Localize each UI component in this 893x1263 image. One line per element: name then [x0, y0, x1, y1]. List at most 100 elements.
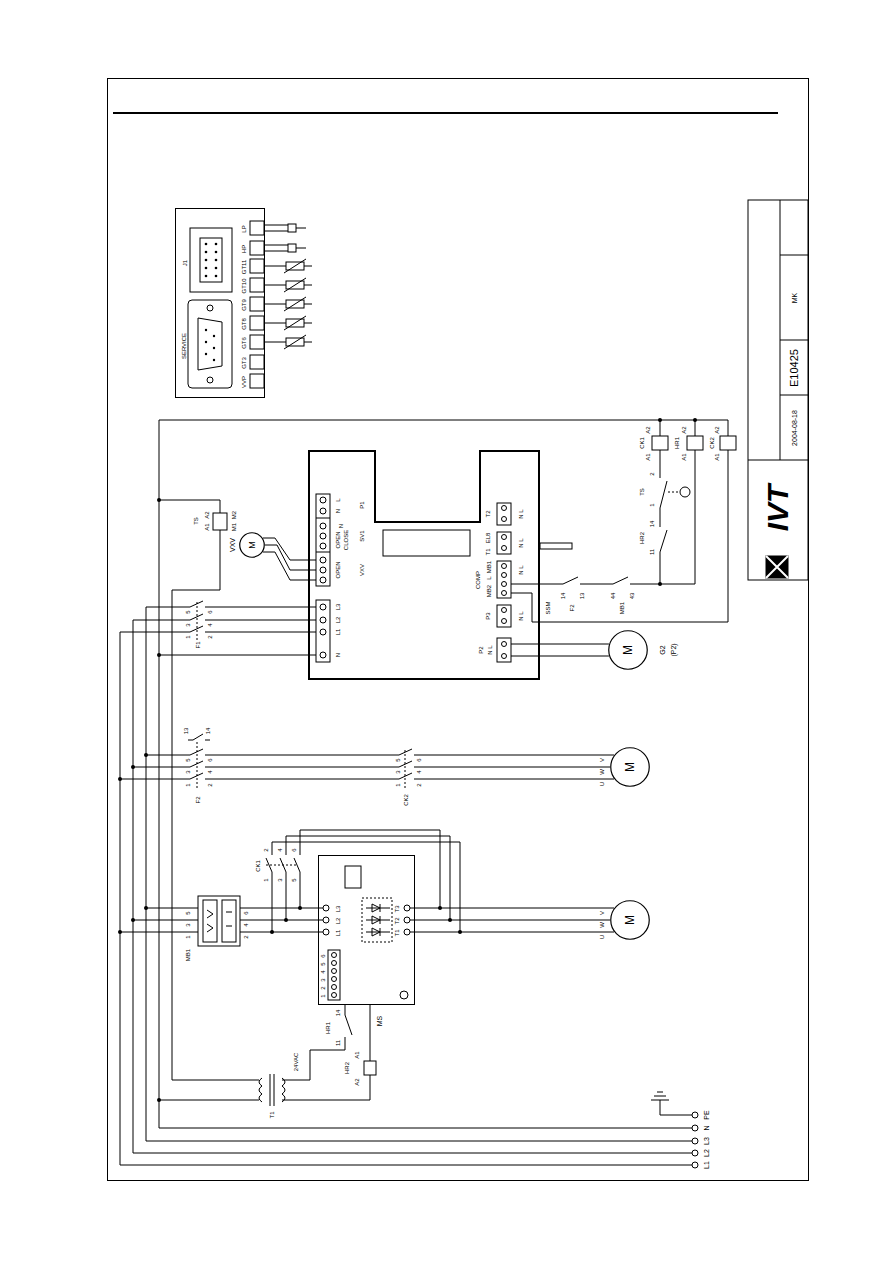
connector-parts [250, 355, 264, 369]
controller-terminals [316, 518, 330, 552]
controller-terminals [320, 604, 326, 610]
motor-breaker [198, 896, 240, 946]
node-label: 6 [320, 954, 326, 958]
soft-starter-parts [404, 929, 410, 935]
controller-terminals [320, 629, 326, 635]
terminal-label: W [599, 769, 605, 776]
title-block [766, 556, 788, 578]
terminal-label: 5 [185, 911, 191, 915]
terminal-label: 2 [207, 783, 213, 787]
controller-terminals [320, 533, 326, 539]
terminal-label: 4 [243, 923, 249, 927]
terminal-label: 11 [335, 1039, 341, 1046]
node-label: P1 [359, 501, 365, 509]
node-label: OPEN [335, 531, 341, 549]
terminal-label: HR1 [325, 1021, 331, 1034]
terminal-label: A2 [204, 511, 210, 519]
connector-parts [250, 297, 264, 311]
terminal-label: TS [639, 488, 645, 497]
node-label: L3 [335, 603, 341, 611]
supply-bus [146, 607, 692, 1141]
node-label: 4 [320, 970, 326, 974]
valve-actuator [159, 500, 220, 513]
terminal-label: CK2 [403, 794, 409, 807]
junction-dots [118, 777, 122, 781]
motor-breaker [120, 896, 323, 946]
controller-terminals [511, 644, 540, 656]
connector-parts [215, 259, 218, 262]
node-label: GT10 [241, 278, 247, 294]
junction-dots [157, 1098, 161, 1102]
node-label: T1 [485, 548, 491, 556]
connector-parts [288, 224, 296, 232]
soft-starter-parts [332, 969, 337, 974]
terminal-label: 2 [263, 848, 269, 852]
connector-parts [250, 259, 264, 273]
terminal-label: 3 [185, 770, 191, 774]
node-label: L3 [335, 905, 341, 913]
controller-terminals [502, 506, 507, 511]
connector-parts [250, 278, 264, 292]
controller-terminals [502, 619, 507, 624]
node-outline [611, 901, 650, 940]
node-label: M [248, 541, 257, 550]
junction-dots [157, 498, 161, 502]
node-label: N L [487, 645, 493, 655]
controller-terminals [502, 608, 507, 613]
terminal-label: 6 [243, 911, 249, 915]
control-circuit [720, 436, 736, 450]
node-label: GT9 [241, 299, 247, 312]
connector-parts [286, 319, 304, 327]
connector-parts [286, 262, 304, 270]
connector-parts [286, 281, 304, 289]
node-label: VXV [359, 563, 365, 576]
terminal-label: 44 [610, 592, 616, 600]
motor-breaker [222, 900, 236, 942]
terminal-label: V [599, 910, 605, 915]
supply-bus [120, 420, 728, 1168]
bypass-contactor [266, 865, 298, 866]
soft-starter-parts [362, 898, 392, 942]
terminal-label: 3 [185, 623, 191, 627]
terminal-label: N [703, 1125, 710, 1131]
terminal-label: A2 [645, 426, 651, 434]
node-outline [309, 451, 539, 679]
supply-bus [692, 1112, 698, 1118]
connector-parts [215, 275, 218, 278]
supply-bus [692, 1150, 698, 1156]
terminal-label: 2 [207, 635, 213, 639]
controller-terminals [502, 582, 507, 587]
node-label: GT11 [241, 259, 247, 275]
soft-starter-parts [345, 866, 361, 888]
control-circuit [680, 487, 690, 497]
terminal-label: 6 [207, 610, 213, 614]
terminal-label: L3 [703, 1137, 710, 1146]
title-block [748, 200, 808, 460]
relay-circuit [172, 530, 259, 1080]
junction-dots [693, 418, 697, 422]
node-label: MB1 [486, 560, 492, 573]
terminal-label: F2 [569, 604, 575, 612]
node-label: M [622, 645, 634, 656]
controller-terminals [320, 652, 326, 658]
connector-parts [288, 244, 296, 252]
connector-parts [205, 251, 208, 254]
node-label: GT3 [241, 357, 247, 370]
supply-bus [120, 632, 692, 1165]
connector-parts [250, 221, 264, 235]
terminal-label: M1 [231, 522, 237, 531]
node-label: L2 [335, 616, 341, 624]
relay-circuit [282, 1005, 352, 1080]
junction-dots [270, 930, 274, 934]
controller-terminals [383, 530, 470, 556]
soft-starter-parts [323, 905, 329, 911]
soft-starter-parts [323, 929, 329, 935]
terminal-label: A1 [204, 523, 210, 531]
node-label: 3 [320, 978, 326, 982]
terminal-label: MB1 [619, 601, 625, 614]
supply-bus [692, 1162, 698, 1168]
node-label: M [624, 762, 636, 773]
node-label: L [335, 498, 341, 502]
terminal-label: 4 [277, 848, 283, 852]
